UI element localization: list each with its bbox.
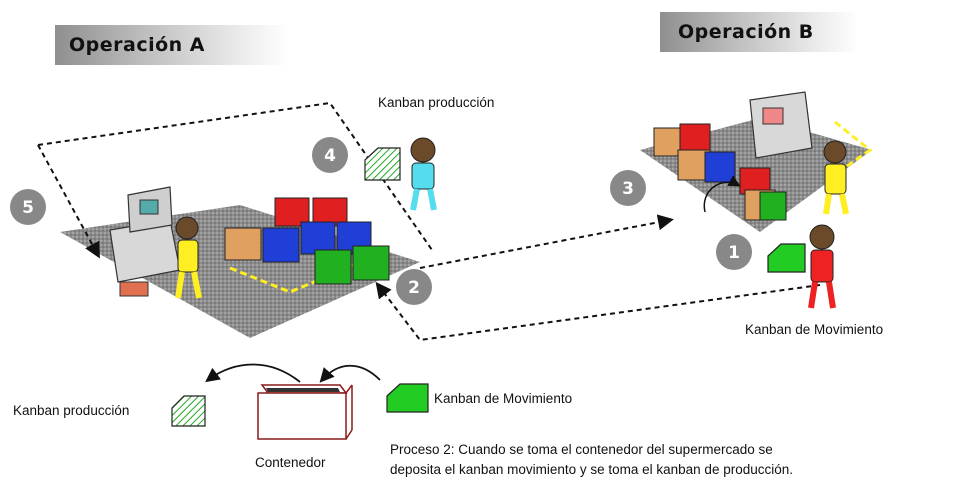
svg-text:4: 4	[324, 146, 336, 166]
label-kanban-produccion-top: Kanban producción	[378, 95, 495, 110]
arrow-to-kanban-produccion	[205, 363, 301, 383]
process-caption: Proceso 2: Cuando se toma el contenedor …	[390, 440, 793, 480]
kanban-produccion-card-bottom	[171, 395, 206, 427]
step-1-badge: 1	[716, 234, 752, 270]
take-container-arrow	[703, 175, 741, 213]
dashed-path-5-down	[37, 144, 100, 259]
title-operacion-b: Operación B	[660, 12, 858, 52]
step-4-badge: 4	[312, 137, 348, 173]
kanban-movimiento-card-bottom	[386, 383, 429, 413]
worker-cyan-kanban-produccion	[410, 137, 437, 211]
kanban-produccion-card-top	[364, 147, 401, 181]
boxes-operation-b	[653, 123, 787, 221]
contenedor-box	[257, 384, 353, 440]
svg-text:1: 1	[728, 243, 740, 263]
svg-text:3: 3	[622, 179, 634, 199]
svg-text:5: 5	[22, 198, 34, 218]
kanban-movimiento-card-right	[767, 243, 806, 273]
label-contenedor: Contenedor	[255, 455, 326, 470]
dashed-path-5	[37, 101, 433, 251]
step-3-badge: 3	[610, 170, 646, 206]
caption-line-2: deposita el kanban movimiento y se toma …	[390, 462, 793, 477]
worker-yellow-operation-b	[823, 140, 849, 215]
step-2-badge: 2	[396, 269, 432, 305]
label-kanban-movimiento-right: Kanban de Movimiento	[745, 322, 884, 337]
arrow-from-kanban-movimiento	[319, 364, 381, 383]
machine-operation-b	[749, 91, 813, 159]
label-kanban-movimiento-bottom: Kanban de Movimiento	[434, 391, 573, 406]
worker-yellow-operation-a	[175, 216, 202, 299]
worker-red-kanban-movimiento	[808, 224, 836, 309]
title-operacion-a: Operación A	[55, 25, 289, 65]
svg-text:2: 2	[408, 278, 420, 298]
step-5-badge: 5	[10, 189, 46, 225]
caption-line-1: Proceso 2: Cuando se toma el contenedor …	[390, 442, 773, 457]
label-kanban-produccion-bottom: Kanban producción	[13, 403, 130, 418]
boxes-operation-a	[224, 197, 390, 285]
dashed-path-3	[419, 214, 674, 269]
machine-operation-a	[109, 186, 181, 297]
